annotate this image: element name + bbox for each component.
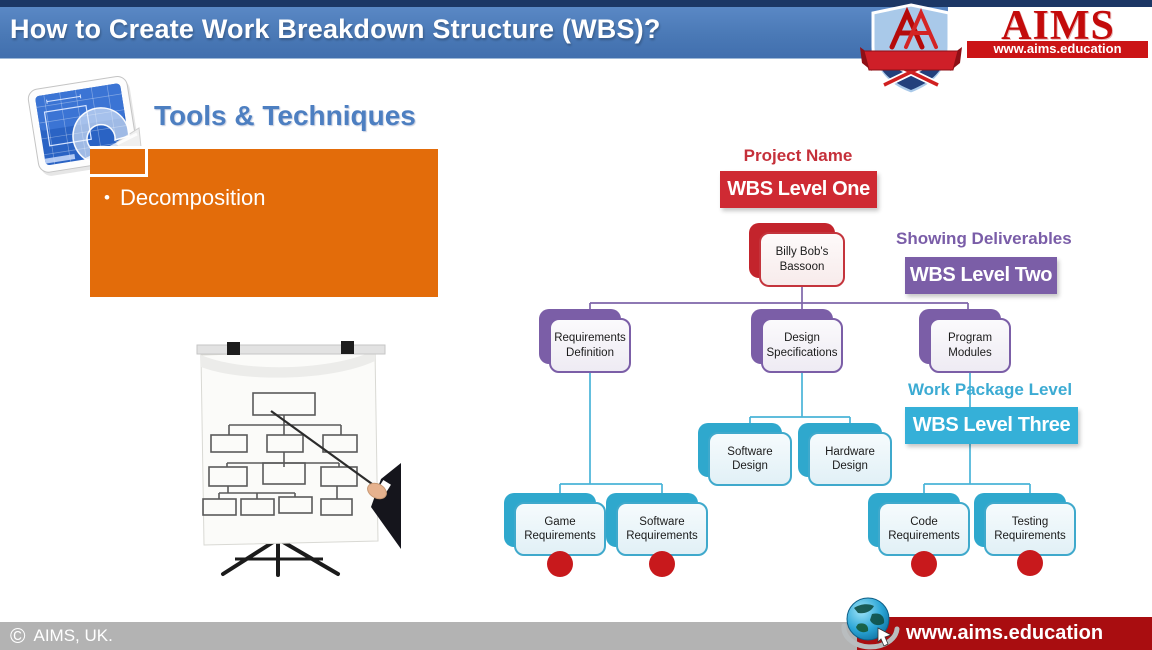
node-label: Billy Bob's Bassoon xyxy=(759,232,845,287)
wbs-node-game-requirements: Game Requirements xyxy=(504,493,606,556)
node-label: Design Specifications xyxy=(761,318,843,373)
section-title: Tools & Techniques xyxy=(154,100,416,131)
work-package-dot xyxy=(649,551,675,577)
wbs-node-testing-requirements: Testing Requirements xyxy=(974,493,1076,556)
aims-crest-shield-icon xyxy=(860,3,962,96)
footer-copyright-bar: © AIMS, UK. xyxy=(0,622,857,650)
wbs-node-software-requirements: Software Requirements xyxy=(606,493,708,556)
wbs-level-one-banner: WBS Level One xyxy=(720,171,877,208)
footer-website-bar: www.aims.education xyxy=(857,617,1152,650)
node-label: Testing Requirements xyxy=(984,502,1076,556)
work-package-dot xyxy=(911,551,937,577)
work-package-level-label: Work Package Level xyxy=(907,380,1073,399)
node-label: Program Modules xyxy=(929,318,1011,373)
page-title: How to Create Work Breakdown Structure (… xyxy=(10,14,661,44)
work-package-dot xyxy=(547,551,573,577)
decomposition-panel: • Decomposition xyxy=(90,146,438,297)
brand-website-badge: www.aims.education xyxy=(966,40,1149,59)
node-label: Game Requirements xyxy=(514,502,606,556)
node-label: Software Design xyxy=(708,432,792,486)
wbs-node-software-design: Software Design xyxy=(698,423,792,486)
wbs-node-program-modules: Program Modules xyxy=(919,309,1011,373)
wbs-node-requirements-definition: Requirements Definition xyxy=(539,309,631,373)
node-label: Code Requirements xyxy=(878,502,970,556)
copyright-text: AIMS, UK. xyxy=(33,626,113,645)
node-label: Requirements Definition xyxy=(549,318,631,373)
globe-icon xyxy=(841,597,900,650)
wbs-node-code-requirements: Code Requirements xyxy=(868,493,970,556)
bullet-text: Decomposition xyxy=(119,185,266,210)
wbs-level-three-banner: WBS Level Three xyxy=(905,407,1078,444)
project-name-label: Project Name xyxy=(743,146,853,165)
bullet-marker: • xyxy=(104,188,110,207)
node-label: Software Requirements xyxy=(616,502,708,556)
wbs-level-two-banner: WBS Level Two xyxy=(905,257,1057,294)
wbs-node-hardware-design: Hardware Design xyxy=(798,423,892,486)
bullet-item: • Decomposition xyxy=(104,185,265,211)
node-label: Hardware Design xyxy=(808,432,892,486)
header-top-strip xyxy=(0,0,1152,7)
copyright-icon: © xyxy=(10,624,26,648)
showing-deliverables-label: Showing Deliverables xyxy=(896,229,1072,248)
wbs-node-root: Billy Bob's Bassoon xyxy=(749,223,845,287)
flipchart-illustration xyxy=(196,341,401,577)
work-package-dot xyxy=(1017,550,1043,576)
wbs-node-design-specifications: Design Specifications xyxy=(751,309,843,373)
panel-corner-notch xyxy=(90,146,148,177)
